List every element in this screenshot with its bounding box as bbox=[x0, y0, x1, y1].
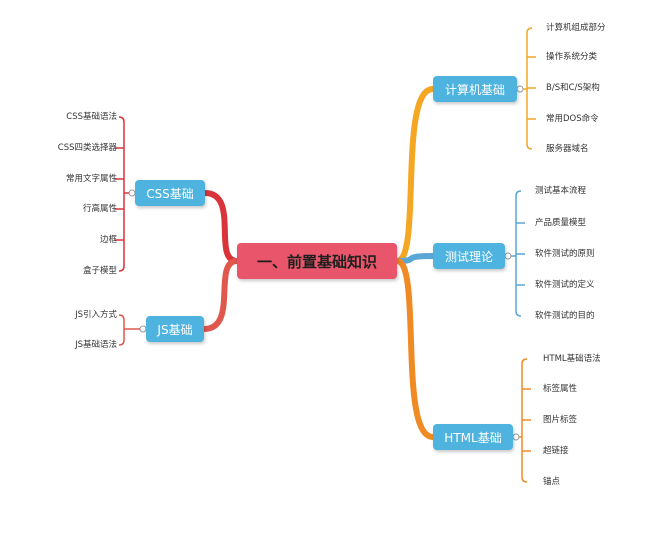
central-topic-label: 一、前置基础知识 bbox=[256, 252, 377, 271]
branch-1-connector bbox=[394, 86, 436, 264]
branch-3-topic-label: HTML基础 bbox=[444, 430, 502, 445]
branch-4-topic-label: CSS基础 bbox=[146, 186, 194, 201]
branch-4-subtopic[interactable]: CSS四类选择器 bbox=[57, 143, 117, 153]
branch-4-bracket bbox=[115, 116, 129, 272]
branch-2-topic[interactable]: 测试理论 bbox=[433, 243, 505, 269]
central-topic[interactable]: 一、前置基础知识 bbox=[237, 243, 397, 279]
branch-4-connector bbox=[202, 190, 240, 264]
branch-2-subtopic[interactable]: 软件测试的原则 bbox=[535, 249, 595, 259]
branch-2-subtopic[interactable]: 产品质量模型 bbox=[535, 218, 587, 228]
branch-4-subtopic[interactable]: 边框 bbox=[99, 235, 117, 245]
branch-4-subtopic[interactable]: CSS基础语法 bbox=[66, 112, 117, 122]
branch-5-topic[interactable]: JS基础 bbox=[146, 316, 204, 342]
branch-3-subtopic[interactable]: HTML基础语法 bbox=[543, 354, 601, 364]
branch-3-subtopic[interactable]: 标签属性 bbox=[543, 384, 578, 394]
branch-1-subtopic[interactable]: 操作系统分类 bbox=[546, 52, 598, 62]
branch-2-subtopic[interactable]: 测试基本流程 bbox=[535, 186, 587, 196]
branch-1-subtopic[interactable]: 常用DOS命令 bbox=[546, 114, 599, 124]
branch-3-bracket bbox=[519, 358, 531, 483]
branch-1-bracket bbox=[523, 27, 536, 150]
branch-4-subtopic[interactable]: 盒子模型 bbox=[82, 266, 117, 276]
branch-3-subtopic[interactable]: 锚点 bbox=[543, 477, 561, 487]
branch-5-topic-label: JS基础 bbox=[157, 322, 193, 337]
branch-3-subtopic[interactable]: 超链接 bbox=[543, 446, 569, 456]
branch-5-subtopic[interactable]: JS基础语法 bbox=[75, 340, 117, 350]
branch-5-connector bbox=[201, 258, 240, 332]
branch-2-connector bbox=[394, 253, 436, 264]
branch-1-subtopic[interactable]: 计算机组成部分 bbox=[546, 23, 606, 33]
branch-3-connector bbox=[394, 258, 436, 440]
branch-3-collapse-handle[interactable] bbox=[512, 433, 520, 441]
branch-3-topic[interactable]: HTML基础 bbox=[433, 424, 513, 450]
branch-2-collapse-handle[interactable] bbox=[504, 252, 512, 260]
branch-1-collapse-handle[interactable] bbox=[516, 85, 524, 93]
branch-4-subtopic[interactable]: 常用文字属性 bbox=[65, 174, 117, 184]
branch-5-bracket bbox=[118, 314, 140, 346]
branch-3-subtopic[interactable]: 图片标签 bbox=[543, 415, 578, 425]
branch-1-subtopic[interactable]: 服务器域名 bbox=[546, 144, 589, 154]
branch-2-subtopic[interactable]: 软件测试的定义 bbox=[535, 280, 595, 290]
branch-5-subtopic[interactable]: JS引入方式 bbox=[75, 310, 117, 320]
branch-1-topic[interactable]: 计算机基础 bbox=[433, 76, 517, 102]
branch-4-subtopic[interactable]: 行高属性 bbox=[82, 204, 117, 214]
branch-1-subtopic[interactable]: B/S和C/S架构 bbox=[546, 83, 600, 93]
branch-2-bracket bbox=[511, 190, 525, 317]
branch-2-topic-label: 测试理论 bbox=[444, 249, 493, 264]
branch-1-topic-label: 计算机基础 bbox=[444, 82, 505, 97]
branch-2-subtopic[interactable]: 软件测试的目的 bbox=[535, 311, 595, 321]
branch-4-topic[interactable]: CSS基础 bbox=[135, 180, 205, 206]
